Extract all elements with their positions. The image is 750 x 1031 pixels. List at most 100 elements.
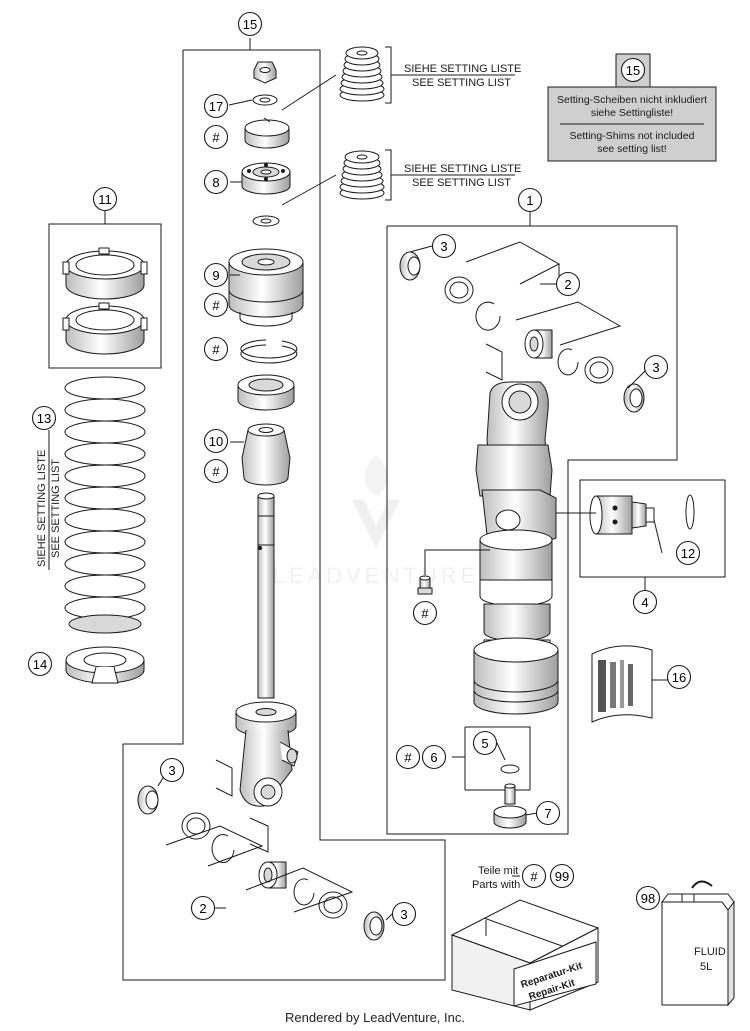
callout-5: 5 [472,730,498,756]
svg-text:#: # [212,464,220,479]
bearing-b [258,861,287,889]
callout-hash-b: # [203,292,229,318]
svg-text:#: # [404,750,412,765]
callout-hash-f: # [395,744,421,770]
callout-9: 9 [203,262,229,288]
svg-text:15: 15 [243,17,257,32]
piston-rod [257,492,275,699]
seal-3-c [137,785,159,815]
valve-6 [504,783,516,805]
svg-text:9: 9 [212,268,219,283]
callout-3-c: 3 [159,757,185,783]
circlip-a [475,301,501,331]
bushing-ring-b [237,374,295,411]
fluid-can-text-1: FLUID [694,946,726,958]
washer-2c [181,812,211,840]
svg-text:8: 8 [212,175,219,190]
callout-15-note: 15 [620,57,646,83]
callout-3-a: 3 [431,233,457,259]
footer-credit: Rendered by LeadVenture, Inc. [285,1010,465,1025]
svg-text:7: 7 [544,806,551,821]
svg-text:#: # [212,130,220,145]
group-outline-15 [122,38,446,981]
callout-1: 1 [517,187,543,213]
svg-text:1: 1 [526,193,533,208]
callout-leaders [157,99,679,921]
svg-text:2: 2 [199,901,206,916]
setting-list-en-upper: SEE SETTING LIST [412,77,511,89]
bracket-lines-2a [465,241,622,381]
washer-ring-2a [444,276,474,304]
setting-list-de-lower: SIEHE SETTING LISTE [404,163,521,175]
seal-3-upper [399,251,421,281]
callout-2-b: 2 [190,895,216,921]
svg-text:10: 10 [209,434,223,449]
svg-text:3: 3 [168,763,175,778]
circlip-d [293,878,315,906]
callout-98: 98 [635,885,661,911]
svg-text:#: # [212,298,220,313]
svg-text:2: 2 [564,277,571,292]
callout-hash-a: # [203,124,229,150]
callout-14: 14 [27,651,53,677]
adjuster-valve-12 [589,494,695,535]
svg-text:#: # [530,869,538,884]
compression-valve-8 [241,162,291,195]
note-de-line1: Setting-Scheiben nicht inkludiert [557,94,707,106]
svg-text:14: 14 [33,657,47,672]
shim-stack-upper [339,46,385,102]
group-outline-4 [579,479,726,590]
washer-b [252,215,280,227]
callout-hash-e: # [412,600,438,626]
seal-3-d [363,911,385,941]
svg-text:11: 11 [98,192,112,207]
note-de-line2: siehe Settingliste! [591,107,673,119]
svg-text:4: 4 [641,595,648,610]
piston-9 [228,248,304,327]
callout-4: 4 [632,589,658,615]
shock-body [475,381,557,660]
callout-hash-g: # [521,863,547,889]
callout-10: 10 [203,428,229,454]
callout-12: 12 [675,540,701,566]
callout-2-a: 2 [555,271,581,297]
svg-text:17: 17 [209,99,223,114]
svg-text:5: 5 [481,736,488,751]
callout-7: 7 [535,800,561,826]
callout-13: 13 [31,405,57,431]
svg-text:16: 16 [672,670,686,685]
note-en-line1: Setting-Shims not included [570,130,695,142]
callout-8: 8 [203,169,229,195]
group-outline-1 [386,212,678,835]
svg-text:15: 15 [626,63,640,78]
circlip-c [211,834,235,863]
svg-text:3: 3 [652,360,659,375]
svg-text:#: # [212,342,220,357]
bushing-ring-a [244,117,290,149]
warning-label-16 [591,645,653,723]
shim-stack-lower [339,150,385,200]
watermark: LEADVENTURE [273,455,475,588]
callout-17: 17 [203,93,229,119]
callout-16: 16 [666,664,692,690]
parts-with-de: Teile mit [478,865,518,877]
fluid-can [661,880,735,1007]
parts-with-en: Parts with [472,879,520,891]
washer-17 [252,94,278,106]
shim-brackets [281,46,515,206]
bearing-a [524,329,553,359]
setting-list-en-spring: SEE SETTING LIST [50,459,62,558]
circlip-b [557,348,579,376]
fluid-can-text-2: 5L [700,961,712,973]
callout-11: 11 [92,186,118,212]
svg-text:3: 3 [440,239,447,254]
setting-list-de-spring: SIEHE SETTING LISTE [36,450,48,567]
repair-kit-box [450,899,600,1011]
svg-text:13: 13 [37,411,51,426]
svg-text:#: # [421,606,429,621]
callout-hash-c: # [203,336,229,362]
callout-3-b: 3 [643,354,669,380]
leader-bleed [424,549,490,575]
svg-text:98: 98 [641,891,655,906]
rod-end-clevis [235,701,299,807]
